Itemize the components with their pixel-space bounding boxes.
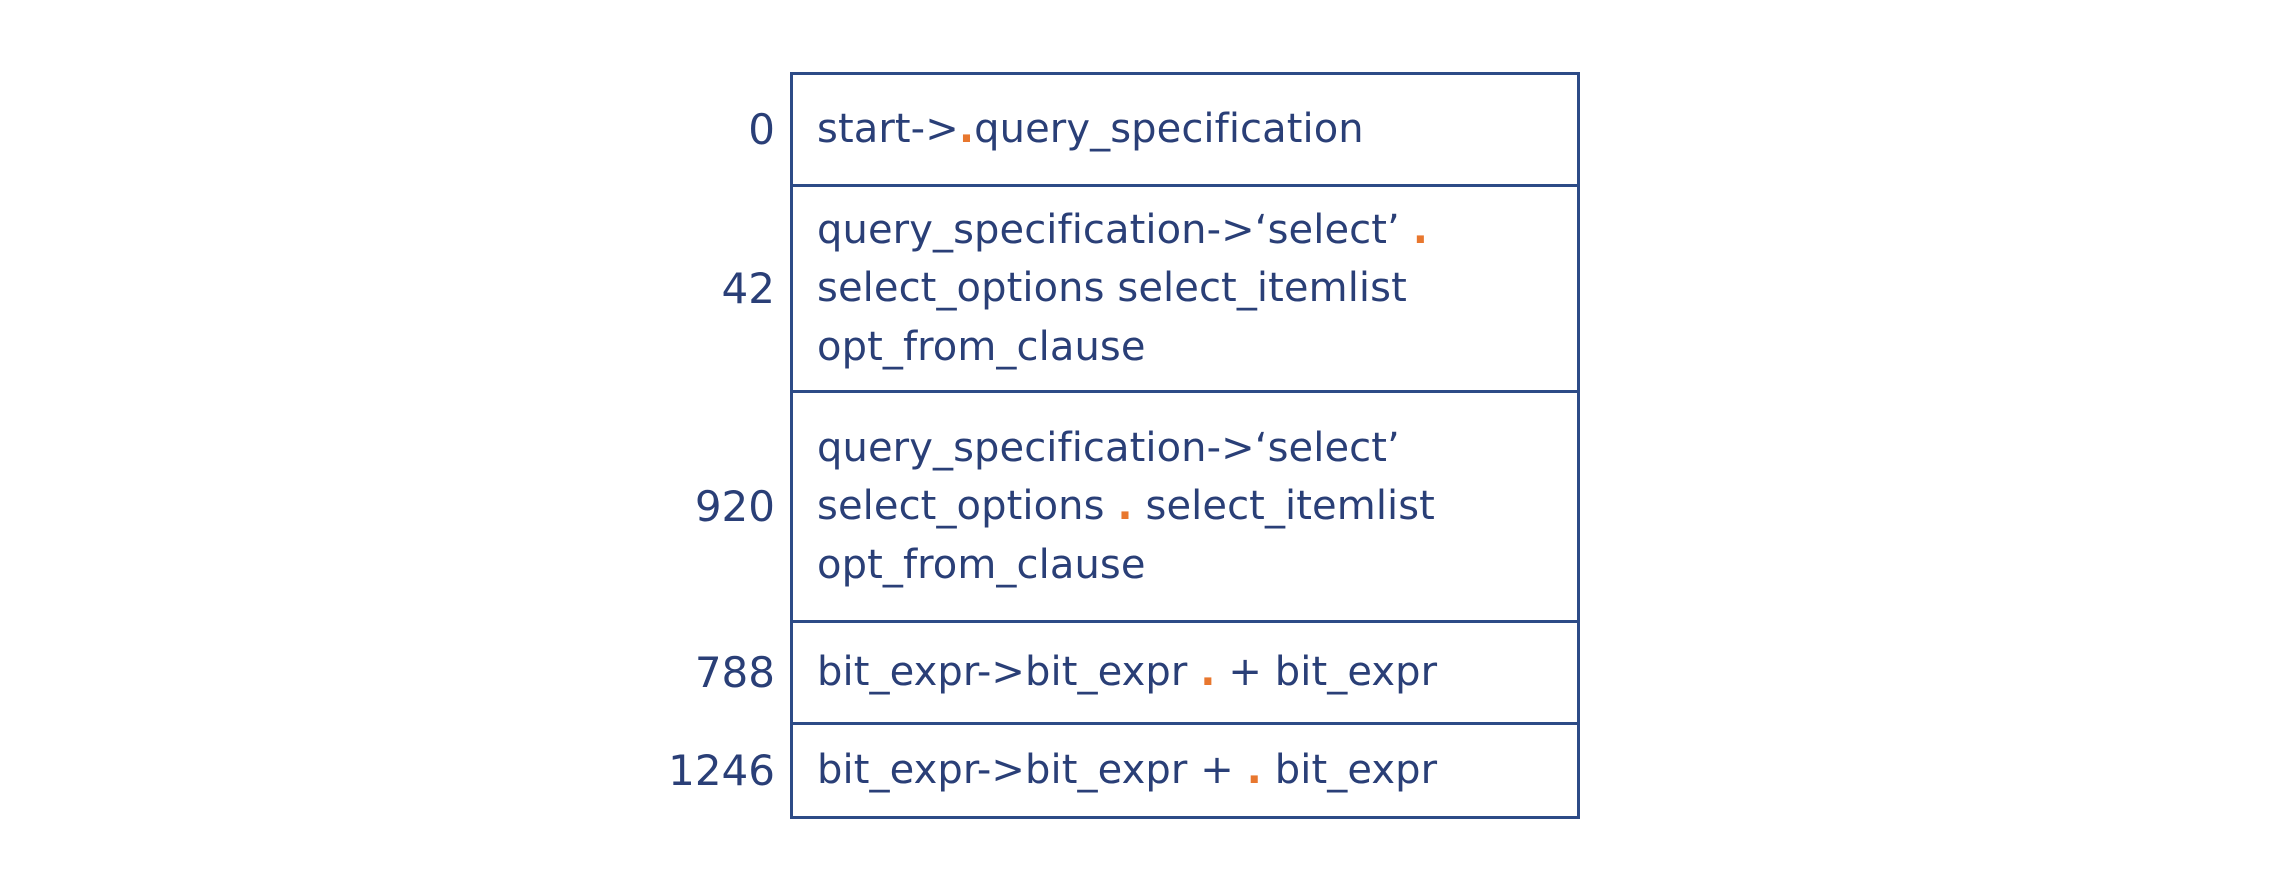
state-row: 0 start->.query_specification: [748, 75, 1577, 187]
grammar-text: query_specification->‘select’: [817, 424, 1400, 471]
item-cell: bit_expr->bit_expr . + bit_expr: [793, 643, 1577, 701]
production-item: start->.query_specification: [817, 100, 1577, 158]
item-cell: bit_expr->bit_expr + . bit_expr: [793, 741, 1577, 799]
grammar-text: select_options select_itemlist: [817, 265, 1407, 312]
grammar-text: bit_expr->bit_expr: [817, 649, 1201, 696]
grammar-text: select_itemlist: [1132, 483, 1435, 530]
production-item: bit_expr->bit_expr + . bit_expr: [817, 741, 1577, 799]
grammar-text: bit_expr->bit_expr +: [817, 747, 1247, 794]
production-item: query_specification->‘select’ select_opti…: [817, 419, 1577, 594]
grammar-text: + bit_expr: [1215, 649, 1438, 696]
item-cell: query_specification->‘select’ .select_op…: [793, 201, 1577, 376]
item-cell: query_specification->‘select’ select_opti…: [793, 419, 1577, 594]
production-item: query_specification->‘select’ .select_op…: [817, 201, 1577, 376]
grammar-text: select_options: [817, 483, 1118, 530]
state-number: 920: [694, 481, 775, 531]
state-number: 788: [694, 647, 775, 697]
state-number: 0: [748, 104, 775, 154]
parser-position-dot: .: [1412, 206, 1428, 253]
state-row: 1246 bit_expr->bit_expr + . bit_expr: [668, 725, 1577, 816]
parser-position-dot: .: [1200, 649, 1216, 696]
grammar-text: opt_from_clause: [817, 541, 1146, 588]
grammar-text: query_specification->‘select’: [817, 206, 1413, 253]
state-number: 42: [721, 263, 775, 313]
parser-position-dot: .: [1246, 747, 1262, 794]
production-item: bit_expr->bit_expr . + bit_expr: [817, 643, 1577, 701]
grammar-text: query_specification: [974, 106, 1364, 153]
state-row: 788 bit_expr->bit_expr . + bit_expr: [695, 623, 1577, 725]
parser-position-dot: .: [958, 106, 975, 153]
grammar-text: opt_from_clause: [817, 323, 1146, 370]
grammar-text: start->: [817, 106, 959, 153]
state-number: 1246: [668, 745, 775, 795]
state-row: 42 query_specification->‘select’ .select_…: [722, 187, 1577, 393]
grammar-text: bit_expr: [1261, 747, 1438, 794]
item-cell: start->.query_specification: [793, 100, 1577, 158]
state-row: 920 query_specification->‘select’ select_o…: [695, 393, 1577, 623]
parser-position-dot: .: [1117, 483, 1133, 530]
